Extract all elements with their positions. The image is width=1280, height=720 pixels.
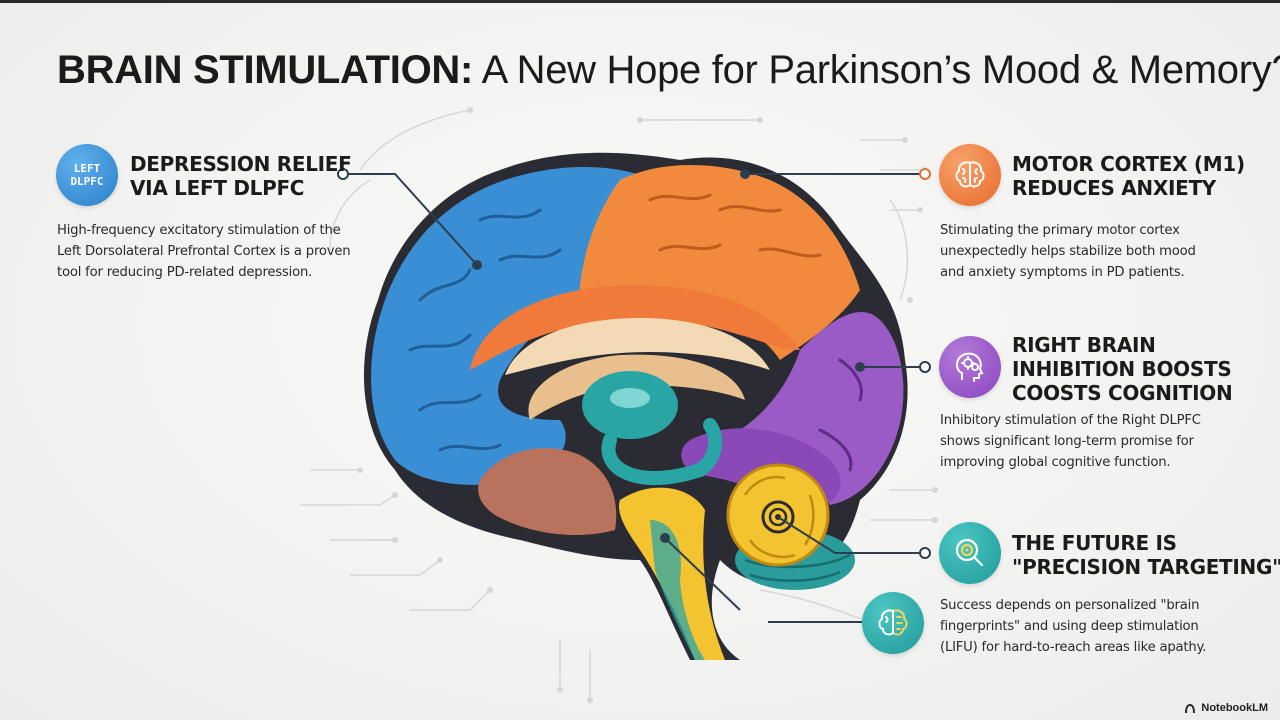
notebooklm-logo-icon	[1185, 704, 1196, 713]
heading-line: REDUCES ANXIETY	[1012, 176, 1216, 200]
target-icon	[761, 500, 795, 534]
head-gears-icon	[939, 336, 1001, 398]
desc-line: unexpectedly helps stabilize both mood	[940, 244, 1196, 259]
title-rest: A New Hope for Parkinson’s Mood & Memory…	[473, 48, 1280, 92]
left-dlpfc-badge: LEFT DLPFC	[56, 144, 118, 206]
connector-lines	[343, 173, 925, 623]
desc-line: (LIFU) for hard-to-reach areas like apat…	[940, 640, 1207, 655]
occipital-lobe	[740, 311, 904, 505]
desc-line: shows significant long-term promise for	[940, 434, 1194, 449]
desc-line: tool for reducing PD-related depression.	[57, 265, 313, 280]
desc-line: Left Dorsolateral Prefrontal Cortex is a…	[57, 244, 351, 259]
title-bold: BRAIN STIMULATION:	[57, 48, 474, 92]
heading-line: COOSTS COGNITION	[1012, 381, 1233, 405]
desc-line: High-frequency excitatory stimulation of…	[57, 223, 341, 238]
occipital-folds	[818, 358, 863, 472]
circuit-lines	[300, 109, 935, 700]
cingulate-arc	[470, 284, 800, 370]
left-dlpfc-heading: DEPRESSION RELIEF VIA LEFT DLPFC	[130, 152, 352, 200]
precision-description: Success depends on personalized "brain f…	[940, 595, 1206, 658]
brand-watermark: NotebookLM	[1184, 702, 1268, 714]
heading-line: DEPRESSION RELIEF	[130, 152, 352, 176]
brainstem-core	[650, 520, 705, 660]
brown-lobe	[478, 448, 617, 535]
brand-name: NotebookLM	[1201, 702, 1268, 714]
connector-dots	[337, 168, 931, 559]
thalamus-highlight	[610, 388, 650, 408]
motor-cortex-description: Stimulating the primary motor cortex une…	[940, 220, 1196, 283]
motor-cortex-heading: MOTOR CORTEX (M1) REDUCES ANXIETY	[1012, 152, 1245, 200]
badge-line-1: LEFT	[73, 162, 101, 175]
frontal-folds	[408, 208, 562, 452]
desc-line: Inhibitory stimulation of the Right DLPF…	[940, 413, 1201, 428]
inner-beige	[528, 354, 745, 420]
heading-line: VIA LEFT DLPFC	[130, 176, 305, 200]
desc-line: fingerprints" and using deep stimulation	[940, 619, 1199, 634]
top-border	[0, 0, 1280, 3]
desc-line: and anxiety symptoms in PD patients.	[940, 265, 1185, 280]
corpus-callosum	[505, 318, 770, 375]
motor-cortex-lobe	[579, 165, 860, 360]
brain-circuit-icon	[862, 592, 924, 654]
heading-line: THE FUTURE IS	[1012, 531, 1177, 555]
heading-line: RIGHT BRAIN	[1012, 333, 1156, 357]
left-dlpfc-description: High-frequency excitatory stimulation of…	[57, 220, 351, 283]
page-title: BRAIN STIMULATION: A New Hope for Parkin…	[57, 44, 1280, 96]
brain-icon	[939, 144, 1001, 206]
right-brain-description: Inhibitory stimulation of the Right DLPF…	[940, 410, 1201, 473]
heading-line: INHIBITION BOOSTS	[1012, 357, 1232, 381]
motor-folds	[648, 193, 822, 258]
desc-line: Success depends on personalized "brain	[940, 598, 1200, 613]
cerebellum-base-folds	[744, 553, 851, 582]
desc-line: improving global cognitive function.	[940, 455, 1171, 470]
heading-line: MOTOR CORTEX (M1)	[1012, 152, 1245, 176]
desc-line: Stimulating the primary motor cortex	[940, 223, 1180, 238]
fornix	[601, 418, 723, 485]
target-magnifier-icon	[939, 522, 1001, 584]
precision-heading: THE FUTURE IS "PRECISION TARGETING"	[1012, 531, 1280, 579]
cerebellum-folds	[743, 476, 815, 559]
badge-line-2: DLPFC	[70, 175, 104, 188]
right-brain-heading: RIGHT BRAIN INHIBITION BOOSTS COOSTS COG…	[1012, 333, 1233, 405]
heading-line: "PRECISION TARGETING"	[1012, 555, 1280, 579]
